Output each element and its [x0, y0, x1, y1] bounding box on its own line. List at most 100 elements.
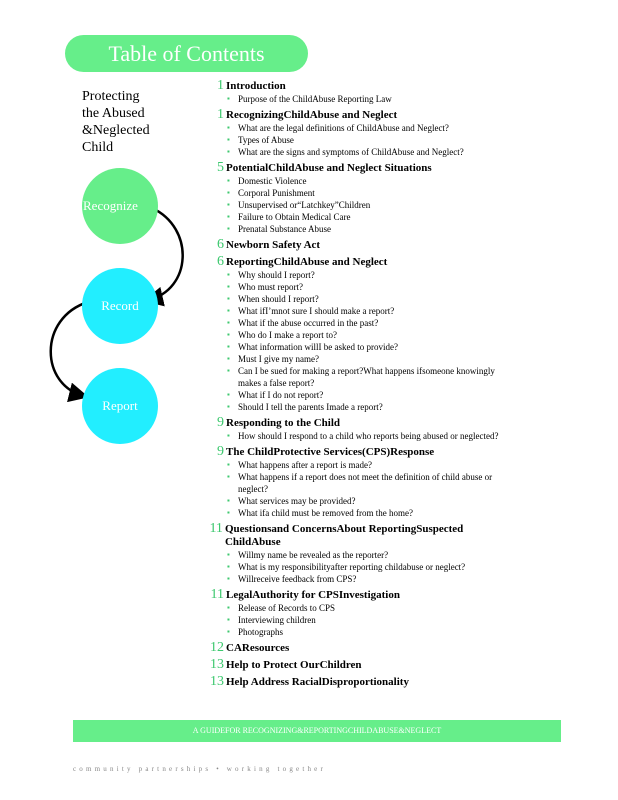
- section-title: PotentialChildAbuse and Neglect Situatio…: [226, 162, 432, 174]
- section-title: The ChildProtective Services(CPS)Respons…: [226, 446, 435, 458]
- page-number: 6: [217, 237, 224, 252]
- section-title: CAResources: [226, 642, 290, 654]
- list-item: Prenatal Substance Abuse: [226, 223, 505, 235]
- step-record-circle: Record: [82, 268, 158, 344]
- section-title: Help Address RacialDisproportionality: [226, 676, 409, 688]
- list-item: Corporal Punishment: [226, 187, 505, 199]
- page-number: 5: [217, 160, 224, 175]
- list-item: Why should I report?: [226, 269, 505, 281]
- list-item: Photographs: [226, 626, 505, 638]
- list-item: What are the signs and symptoms of Child…: [226, 146, 505, 158]
- subtitle-line: the Abused: [82, 106, 145, 121]
- section-title: Introduction: [226, 80, 286, 92]
- list-item: Types of Abuse: [226, 134, 505, 146]
- list-item: Must I give my name?: [226, 353, 505, 365]
- section-items: Release of Records to CPSInterviewing ch…: [205, 602, 505, 638]
- page-number: 9: [217, 415, 224, 430]
- list-item: Purpose of the ChildAbuse Reporting Law: [226, 93, 505, 105]
- section-items: Why should I report?Who must report?When…: [205, 269, 505, 413]
- arrow-recognize-to-record: [143, 206, 184, 307]
- table-of-contents: 1IntroductionPurpose of the ChildAbuse R…: [205, 79, 505, 692]
- footer-banner: A GUIDEFOR RECOGNIZING&REPORTINGCHILDABU…: [73, 720, 561, 742]
- list-item: Who do I make a report to?: [226, 329, 505, 341]
- page-number: 11: [209, 521, 223, 536]
- list-item: What ifa child must be removed from the …: [226, 507, 505, 519]
- section-title: RecognizingChildAbuse and Neglect: [226, 109, 398, 121]
- section-title: Questionsand ConcernsAbout ReportingSusp…: [224, 523, 464, 548]
- list-item: Can I be sued for making a report?What h…: [226, 365, 505, 389]
- page-number: 13: [210, 674, 224, 689]
- subtitle-line: &Neglected: [82, 123, 150, 138]
- list-item: What information willI be asked to provi…: [226, 341, 505, 353]
- step-report-circle: Report: [82, 368, 158, 444]
- subtitle-line: Protecting: [82, 89, 140, 104]
- toc-section: 1IntroductionPurpose of the ChildAbuse R…: [205, 79, 505, 106]
- page-number: 6: [217, 254, 224, 269]
- list-item: What happens if a report does not meet t…: [226, 471, 505, 495]
- list-item: Interviewing children: [226, 614, 505, 626]
- section-items: What are the legal definitions of ChildA…: [205, 122, 505, 158]
- page-number: 9: [217, 444, 224, 459]
- list-item: Unsupervised or“Latchkey”Children: [226, 199, 505, 211]
- list-item: What are the legal definitions of ChildA…: [226, 122, 505, 134]
- list-item: What ifI’mnot sure I should make a repor…: [226, 305, 505, 317]
- list-item: What if I do not report?: [226, 389, 505, 401]
- section-items: Willmy name be revealed as the reporter?…: [205, 549, 505, 585]
- page-number: 1: [217, 78, 224, 93]
- section-items: Domestic ViolenceCorporal PunishmentUnsu…: [205, 175, 505, 235]
- section-title: ReportingChildAbuse and Neglect: [226, 256, 388, 268]
- section-title: Responding to the Child: [226, 417, 341, 429]
- list-item: Should I tell the parents Imade a report…: [226, 401, 505, 413]
- page-number: 1: [217, 107, 224, 122]
- arrow-record-to-report: [49, 300, 89, 403]
- subtitle-line: Child: [82, 140, 114, 155]
- section-title: LegalAuthority for CPSInvestigation: [226, 589, 400, 601]
- section-items: How should I respond to a child who repo…: [205, 430, 505, 442]
- list-item: Who must report?: [226, 281, 505, 293]
- page-number: 13: [210, 657, 224, 672]
- list-item: Willreceive feedback from CPS?: [226, 573, 505, 585]
- list-item: What is my responsibilityafter reporting…: [226, 561, 505, 573]
- section-title: Newborn Safety Act: [226, 239, 321, 251]
- list-item: Domestic Violence: [226, 175, 505, 187]
- list-item: What services may be provided?: [226, 495, 505, 507]
- list-item: What happens after a report is made?: [226, 459, 505, 471]
- section-items: What happens after a report is made?What…: [205, 459, 505, 519]
- list-item: Failure to Obtain Medical Care: [226, 211, 505, 223]
- section-items: Purpose of the ChildAbuse Reporting Law: [205, 93, 505, 105]
- list-item: What if the abuse occurred in the past?: [226, 317, 505, 329]
- page-number: 11: [210, 587, 224, 602]
- list-item: Release of Records to CPS: [226, 602, 505, 614]
- section-title: Help to Protect OurChildren: [226, 659, 362, 671]
- footer-tagline: community partnerships • working togethe…: [73, 765, 327, 773]
- document-subtitle: Protecting the Abused &Neglected Child: [82, 88, 192, 156]
- page-number: 12: [210, 640, 224, 655]
- page-title: Table of Contents: [65, 35, 308, 72]
- list-item: When should I report?: [226, 293, 505, 305]
- step-recognize-circle: Recognize: [82, 168, 158, 244]
